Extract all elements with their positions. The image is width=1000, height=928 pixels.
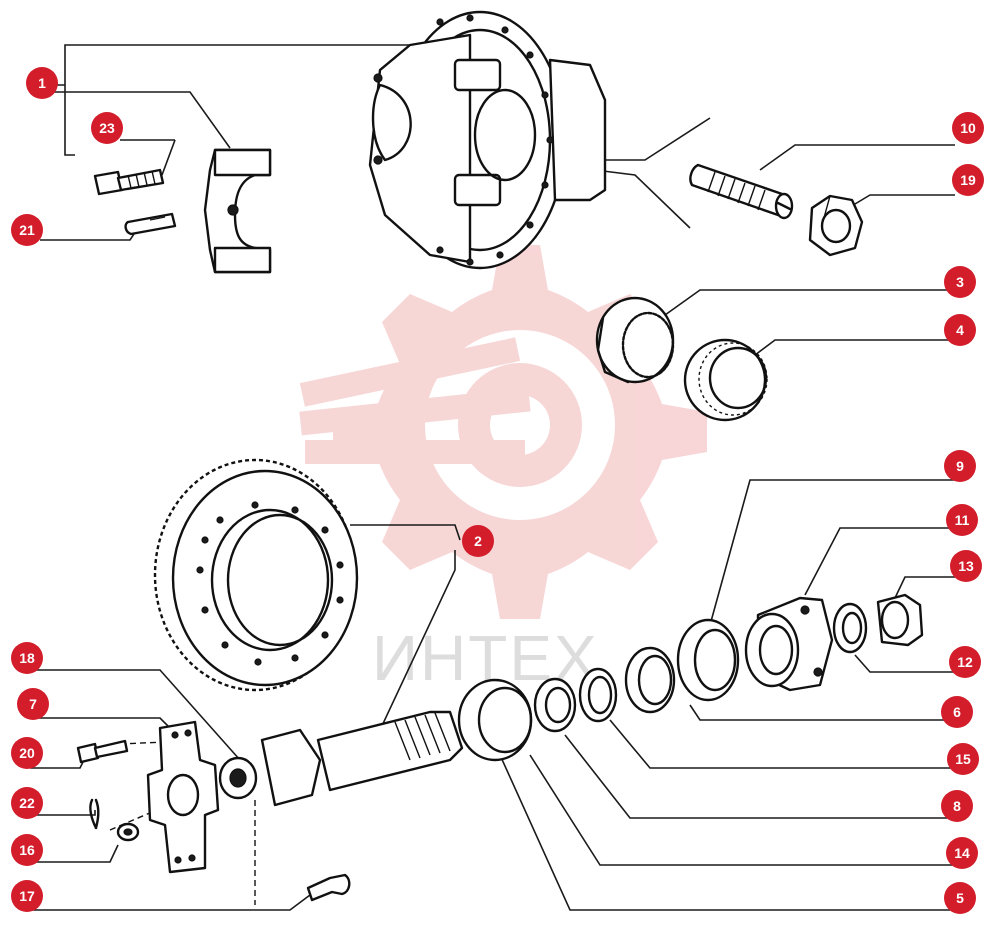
callout-16[interactable]: 16 [11,834,43,866]
adjusting-screw-10 [689,163,794,220]
svg-text:3: 3 [956,274,964,290]
svg-text:5: 5 [956,890,964,906]
callout-3[interactable]: 3 [944,266,976,298]
bearing-9 [676,618,740,702]
callout-11[interactable]: 11 [946,504,978,536]
callout-15[interactable]: 15 [947,743,979,775]
callout-17[interactable]: 17 [11,880,43,912]
nut-13 [876,593,924,647]
callout-18[interactable]: 18 [11,642,43,674]
washer-16 [116,822,140,842]
svg-text:21: 21 [19,222,35,238]
callout-10[interactable]: 10 [952,112,984,144]
svg-text:18: 18 [19,650,35,666]
callout-19[interactable]: 19 [952,164,984,196]
cotter-pin-22 [89,798,100,830]
callout-8[interactable]: 8 [941,790,973,822]
ring-gear-2 [153,458,359,692]
callout-21[interactable]: 21 [11,214,43,246]
nut-19 [808,194,864,257]
spacer-8 [578,667,618,723]
callout-4[interactable]: 4 [944,314,976,346]
pinion-shaft [260,710,464,807]
svg-text:9: 9 [956,458,964,474]
bearing-5 [457,678,533,762]
callout-1[interactable]: 1 [26,67,58,99]
svg-text:2: 2 [474,533,482,549]
shim-15 [624,646,676,714]
splined-ring-3 [595,296,675,384]
bolt-20 [76,739,129,764]
svg-text:7: 7 [29,696,37,712]
washer-12 [832,602,868,654]
callout-7[interactable]: 7 [17,688,49,720]
callout-markers: 1 23 21 10 19 3 4 9 2 11 13 18 12 7 6 20… [11,67,984,914]
callout-9[interactable]: 9 [944,450,976,482]
svg-text:11: 11 [955,512,970,528]
callout-2[interactable]: 2 [462,525,494,557]
callout-13[interactable]: 13 [950,550,982,582]
bolt-23 [93,168,165,196]
callout-14[interactable]: 14 [946,837,978,869]
bearing-cap [203,148,272,274]
svg-text:13: 13 [958,558,974,574]
retainer-plate-7 [146,720,220,874]
pilot-bearing-18 [218,756,258,800]
svg-text:16: 16 [19,842,35,858]
callout-22[interactable]: 22 [11,787,43,819]
bearing-4 [683,338,768,422]
pin-17 [306,873,351,902]
svg-text:1: 1 [38,75,46,91]
pin-21 [124,212,177,236]
svg-text:15: 15 [955,751,971,767]
differential-housing [368,10,607,270]
flange-11 [744,596,834,692]
callout-5[interactable]: 5 [944,882,976,914]
svg-text:10: 10 [960,120,976,136]
leader-lines [30,44,955,911]
svg-text:12: 12 [957,654,973,670]
callout-6[interactable]: 6 [941,696,973,728]
svg-text:6: 6 [953,704,961,720]
svg-text:22: 22 [19,795,35,811]
callout-23[interactable]: 23 [91,112,123,144]
callout-12[interactable]: 12 [949,646,981,678]
svg-text:19: 19 [960,172,976,188]
svg-text:4: 4 [956,322,964,338]
callout-20[interactable]: 20 [11,737,43,769]
bearing-race-14 [533,677,577,733]
svg-text:23: 23 [99,120,115,136]
svg-text:20: 20 [19,745,35,761]
svg-text:8: 8 [953,798,961,814]
svg-text:14: 14 [954,845,970,861]
svg-text:17: 17 [19,888,35,904]
